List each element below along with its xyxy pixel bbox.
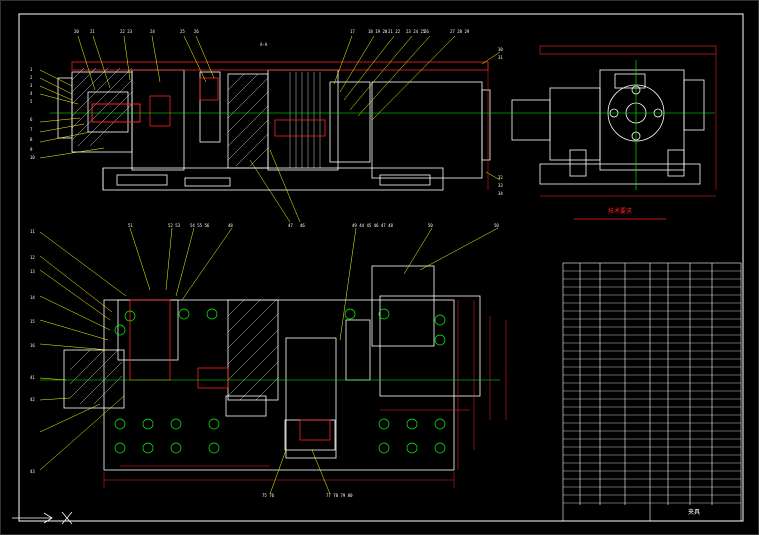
title-block-name: 夹具: [688, 509, 701, 516]
balloon-left: 5: [30, 99, 33, 104]
balloon-top: 25: [180, 29, 185, 34]
balloon-left: 3: [30, 83, 33, 88]
leaders-top: [39, 35, 501, 223]
balloon-right: 34: [498, 191, 503, 196]
parts-list-rows: [563, 270, 741, 504]
balloon-plan-left: 12: [30, 255, 35, 260]
balloon-left: 1: [30, 67, 33, 72]
tech-requirements-title: 技术要求: [608, 208, 633, 215]
balloon-plan-left: 41: [30, 375, 35, 380]
balloon-plan-left: 42: [30, 397, 35, 402]
balloon-plan-left: 43: [30, 469, 35, 474]
balloon-top: 21: [90, 29, 95, 34]
balloon-left: 8: [30, 137, 33, 142]
balloon-top: 24: [150, 29, 155, 34]
balloon-top: 26: [424, 29, 429, 34]
plan-view: [39, 227, 507, 495]
parts-list-table: [562, 262, 742, 522]
hatch-plan-left: [69, 349, 123, 405]
section-mark-aa: A-A: [260, 42, 268, 47]
balloon-top: 22 23: [120, 29, 133, 34]
balloon-plan-top: 49 44 45 46 47 48: [352, 223, 393, 228]
balloon-top: 18 19 20: [368, 29, 388, 34]
plan-dimensions: [103, 300, 507, 488]
balloon-bottom: 46: [300, 223, 305, 228]
leaders-plan: [39, 227, 499, 495]
balloon-top: 30: [498, 47, 503, 52]
balloon-top: 20: [74, 29, 79, 34]
balloon-plan-top: 52 53: [168, 223, 181, 228]
balloon-plan-left: 15: [30, 319, 35, 324]
balloon-top: 17: [350, 29, 355, 34]
balloon-plan-left: 13: [30, 269, 35, 274]
balloon-top: 31: [498, 55, 503, 60]
balloon-top: 26: [194, 29, 199, 34]
balloon-plan-bottom: 75 76: [262, 493, 275, 498]
hatch-block-mid: [227, 73, 269, 167]
balloon-left: 6: [30, 117, 33, 122]
balloon-left: 7: [30, 127, 33, 132]
balloon-plan-left: 16: [30, 343, 35, 348]
hatch-plan-block: [227, 299, 279, 401]
top-section-view: [39, 35, 501, 223]
balloon-top: 27 28 29: [450, 29, 470, 34]
drawing-frame-inner: [18, 13, 744, 522]
balloon-plan-left: 14: [30, 295, 35, 300]
balloon-right: 33: [498, 183, 503, 188]
balloon-plan-top: 51: [128, 223, 133, 228]
balloon-left: 10: [30, 155, 35, 160]
balloon-left: 9: [30, 147, 33, 152]
balloon-bottom: 47: [288, 223, 293, 228]
balloon-plan-left: 11: [30, 229, 35, 234]
side-view: [500, 45, 717, 220]
hatch-block-left: [71, 67, 133, 147]
balloon-plan-top: 50: [428, 223, 433, 228]
balloon-left: 4: [30, 91, 33, 96]
balloon-plan-top: 54 55 56: [190, 223, 210, 228]
bolt-circles: [114, 308, 446, 454]
balloon-left: 2: [30, 75, 33, 80]
ucs-icon: [12, 511, 73, 525]
balloon-top: 23 24 25: [406, 29, 426, 34]
balloon-plan-bottom: 77 78 79 80: [326, 493, 353, 498]
balloon-right: 32: [498, 175, 503, 180]
balloon-plan-top: 50: [494, 223, 499, 228]
balloon-top: 21 22: [388, 29, 401, 34]
balloon-plan-top: 48: [228, 223, 233, 228]
